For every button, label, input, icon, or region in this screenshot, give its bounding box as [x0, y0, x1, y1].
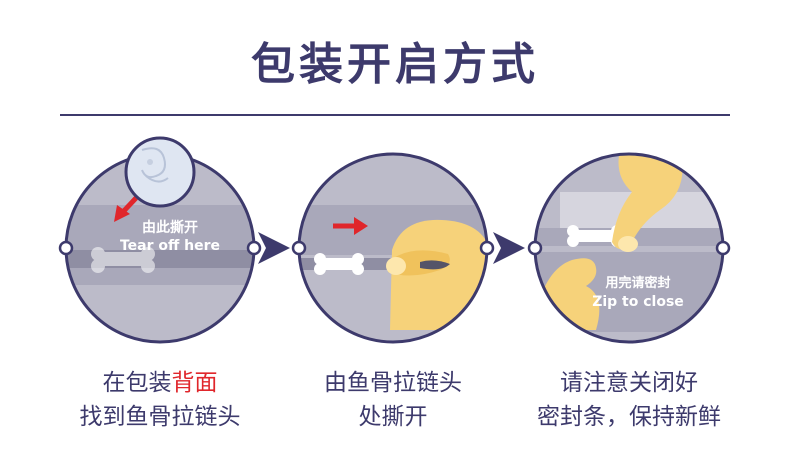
- step-1-overlay-cn: 由此撕开: [142, 220, 198, 236]
- step-3-circle: [527, 152, 731, 344]
- step-3-overlay: 用完请密封 Zip to close: [578, 275, 698, 311]
- zoom-circle-icon: [124, 136, 196, 208]
- step-3-caption: 请注意关闭好 密封条，保持新鲜: [514, 366, 744, 434]
- title-divider: [60, 114, 730, 116]
- hand-icon: [612, 154, 683, 252]
- step-1-caption: 在包装背面 找到鱼骨拉链头: [45, 366, 275, 434]
- step-1-overlay: 由此撕开 Tear off here: [100, 219, 240, 255]
- arrow-right-icon: [493, 232, 525, 264]
- step-1-caption-text: 在包装: [102, 370, 172, 396]
- bone-icon: [314, 253, 364, 275]
- page-title: 包装开启方式: [251, 39, 539, 90]
- red-arrow-icon: [114, 196, 138, 222]
- step-1-circle: [58, 152, 262, 344]
- bone-icon: [91, 247, 155, 273]
- step-1-caption-line2: 找到鱼骨拉链头: [79, 404, 241, 430]
- step-2-circle: [291, 152, 495, 344]
- step-2-caption-line1: 由鱼骨拉链头: [324, 370, 462, 396]
- arrow-right-icon: [258, 232, 290, 264]
- step-1-overlay-en: Tear off here: [119, 238, 221, 254]
- step-3-caption-line2: 密封条，保持新鲜: [537, 404, 721, 430]
- step-3-caption-line1: 请注意关闭好: [560, 370, 698, 396]
- step-3-overlay-cn: 用完请密封: [605, 276, 671, 291]
- step-1-caption-highlight: 背面: [171, 370, 218, 396]
- step-2-caption: 由鱼骨拉链头 处撕开: [278, 366, 508, 434]
- step-2-caption-line2: 处撕开: [358, 404, 428, 430]
- red-arrow-icon: [333, 217, 368, 235]
- step-3-overlay-en: Zip to close: [592, 294, 684, 310]
